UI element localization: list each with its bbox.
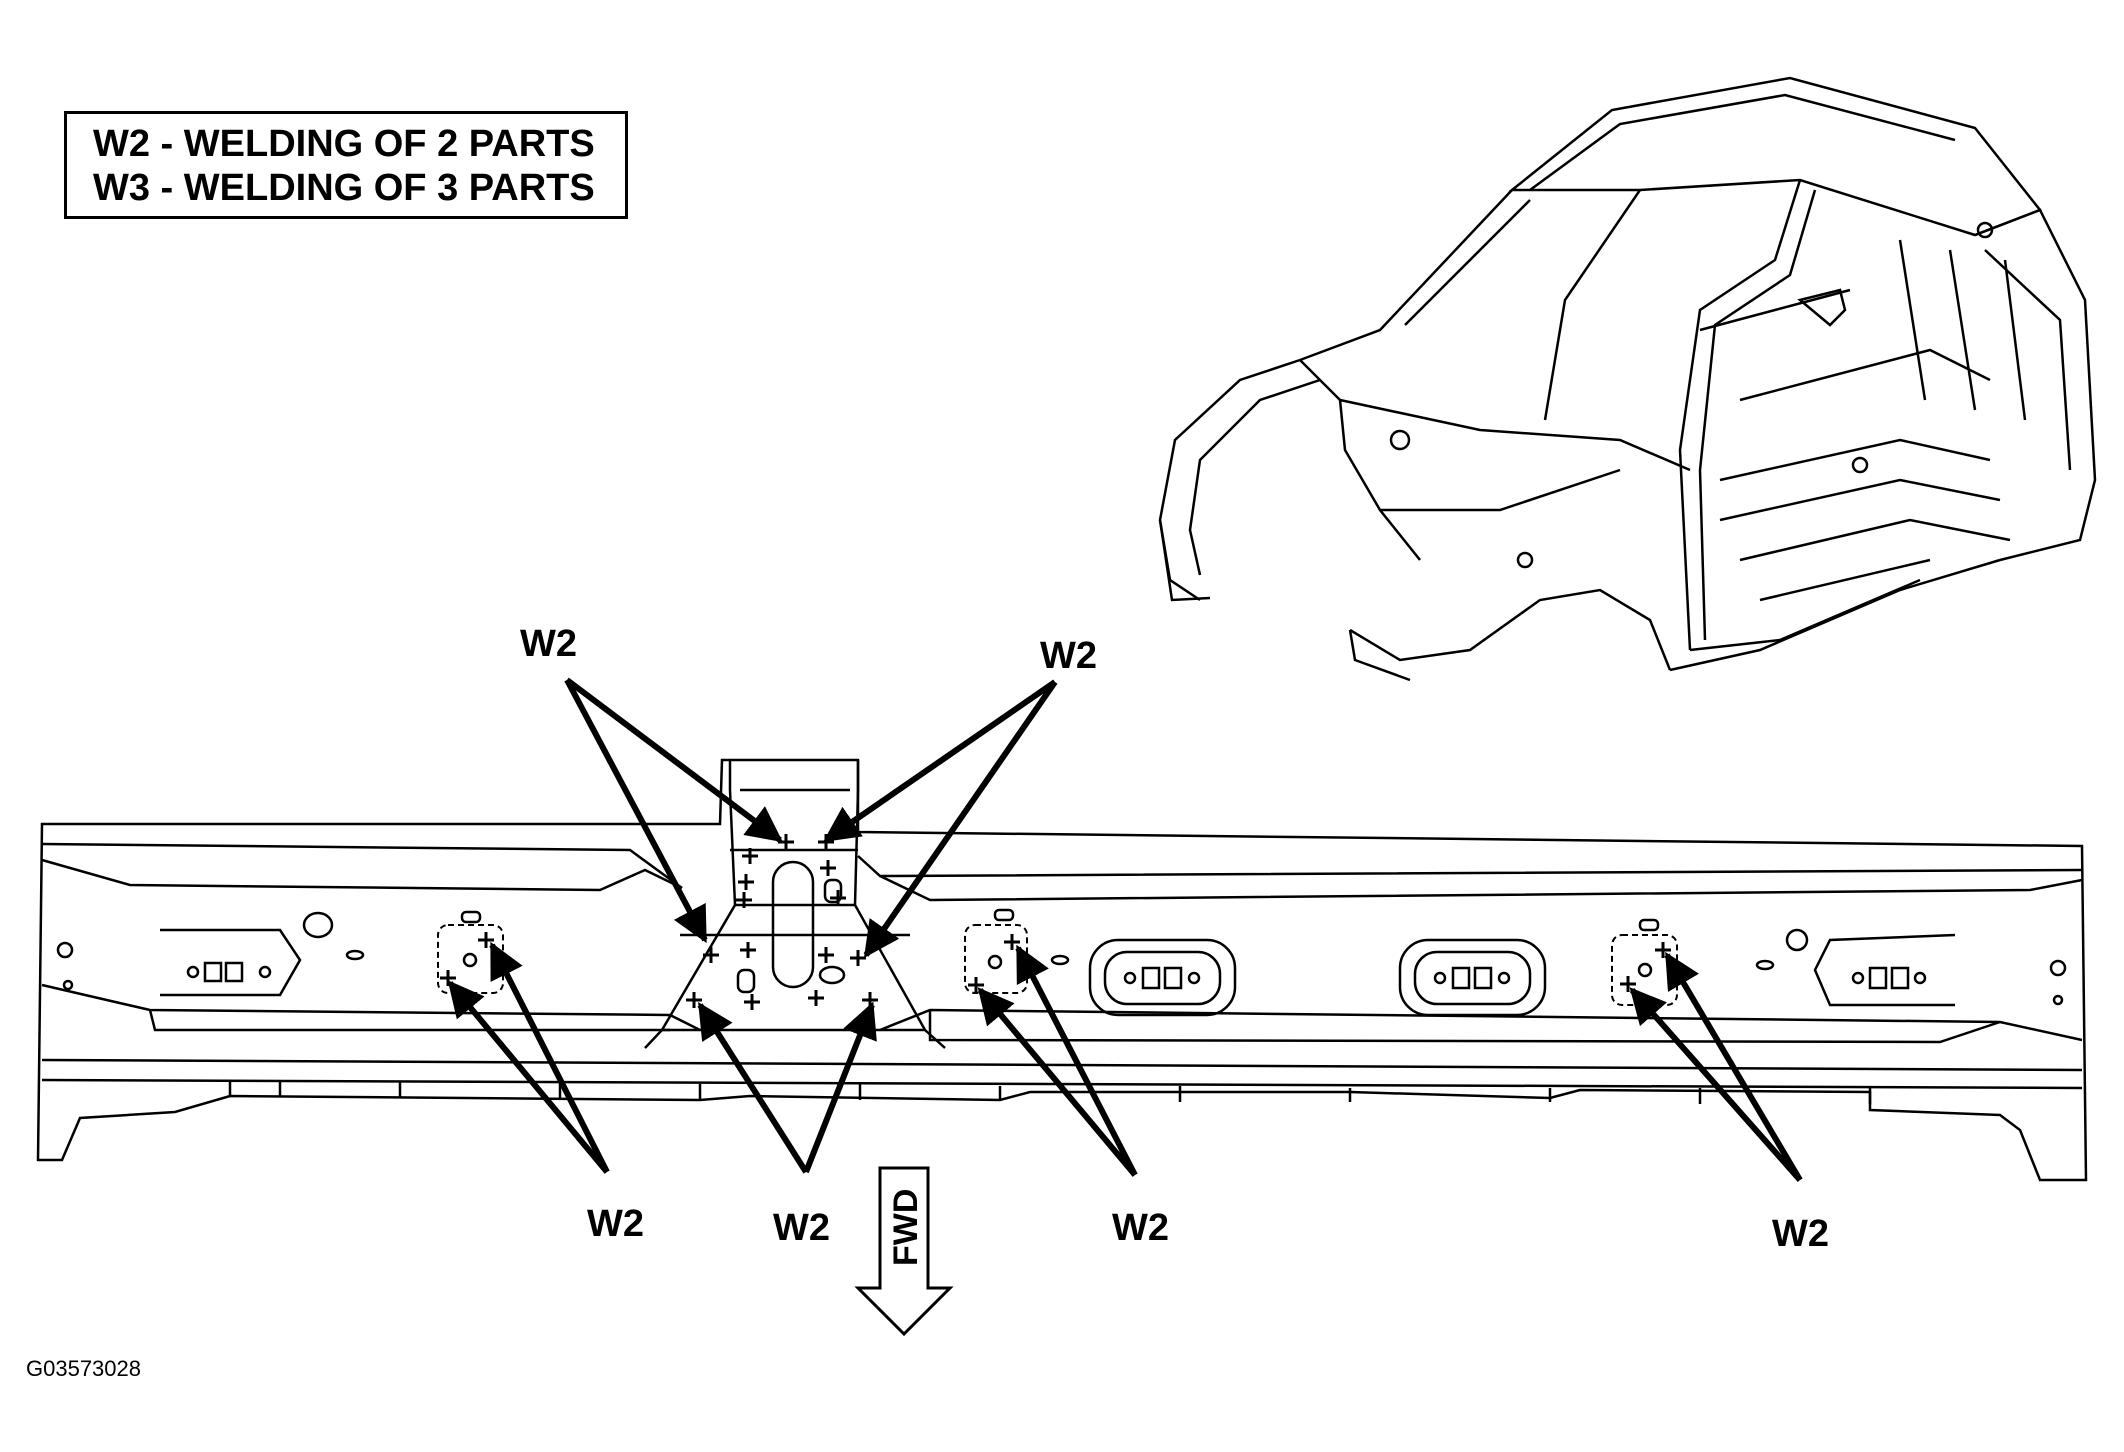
vehicle-body-illustration <box>1158 76 2097 682</box>
legend-w2: W2 - WELDING OF 2 PARTS <box>93 123 595 165</box>
arrow-tr-2 <box>863 680 1058 958</box>
arrow-b3-2 <box>1015 944 1138 1177</box>
callout-arrows <box>447 677 1803 1182</box>
callout-w2-bottom-4: W2 <box>1772 1213 1829 1255</box>
fwd-arrow: FWD <box>854 1166 954 1337</box>
arrow-b3-1 <box>977 987 1138 1177</box>
callout-w2-bottom-1: W2 <box>587 1203 644 1245</box>
arrow-b4-1 <box>1629 987 1803 1182</box>
legend-box: W2 - WELDING OF 2 PARTS W3 - WELDING OF … <box>64 111 628 219</box>
arrow-b2-1 <box>697 1001 809 1174</box>
fwd-label: FWD <box>887 1189 925 1266</box>
legend-w3: W3 - WELDING OF 3 PARTS <box>93 167 595 209</box>
arrow-tr-1 <box>823 679 1057 843</box>
arrow-b2-2 <box>803 1001 877 1174</box>
callout-w2-top-left: W2 <box>520 623 577 665</box>
weld-points <box>440 834 1671 1010</box>
arrow-tl-1 <box>564 678 708 944</box>
arrow-b1-2 <box>489 941 610 1174</box>
figure-id: G03573028 <box>26 1356 141 1381</box>
callout-w2-bottom-2: W2 <box>773 1207 830 1249</box>
arrow-b4-2 <box>1664 951 1803 1182</box>
arrow-b1-1 <box>447 980 610 1174</box>
mount-holes <box>462 952 1653 978</box>
arrow-tl-2 <box>565 677 783 843</box>
callout-w2-top-right: W2 <box>1040 635 1097 677</box>
crossmember-panel <box>36 758 2088 1182</box>
callout-w2-bottom-3: W2 <box>1112 1207 1169 1249</box>
